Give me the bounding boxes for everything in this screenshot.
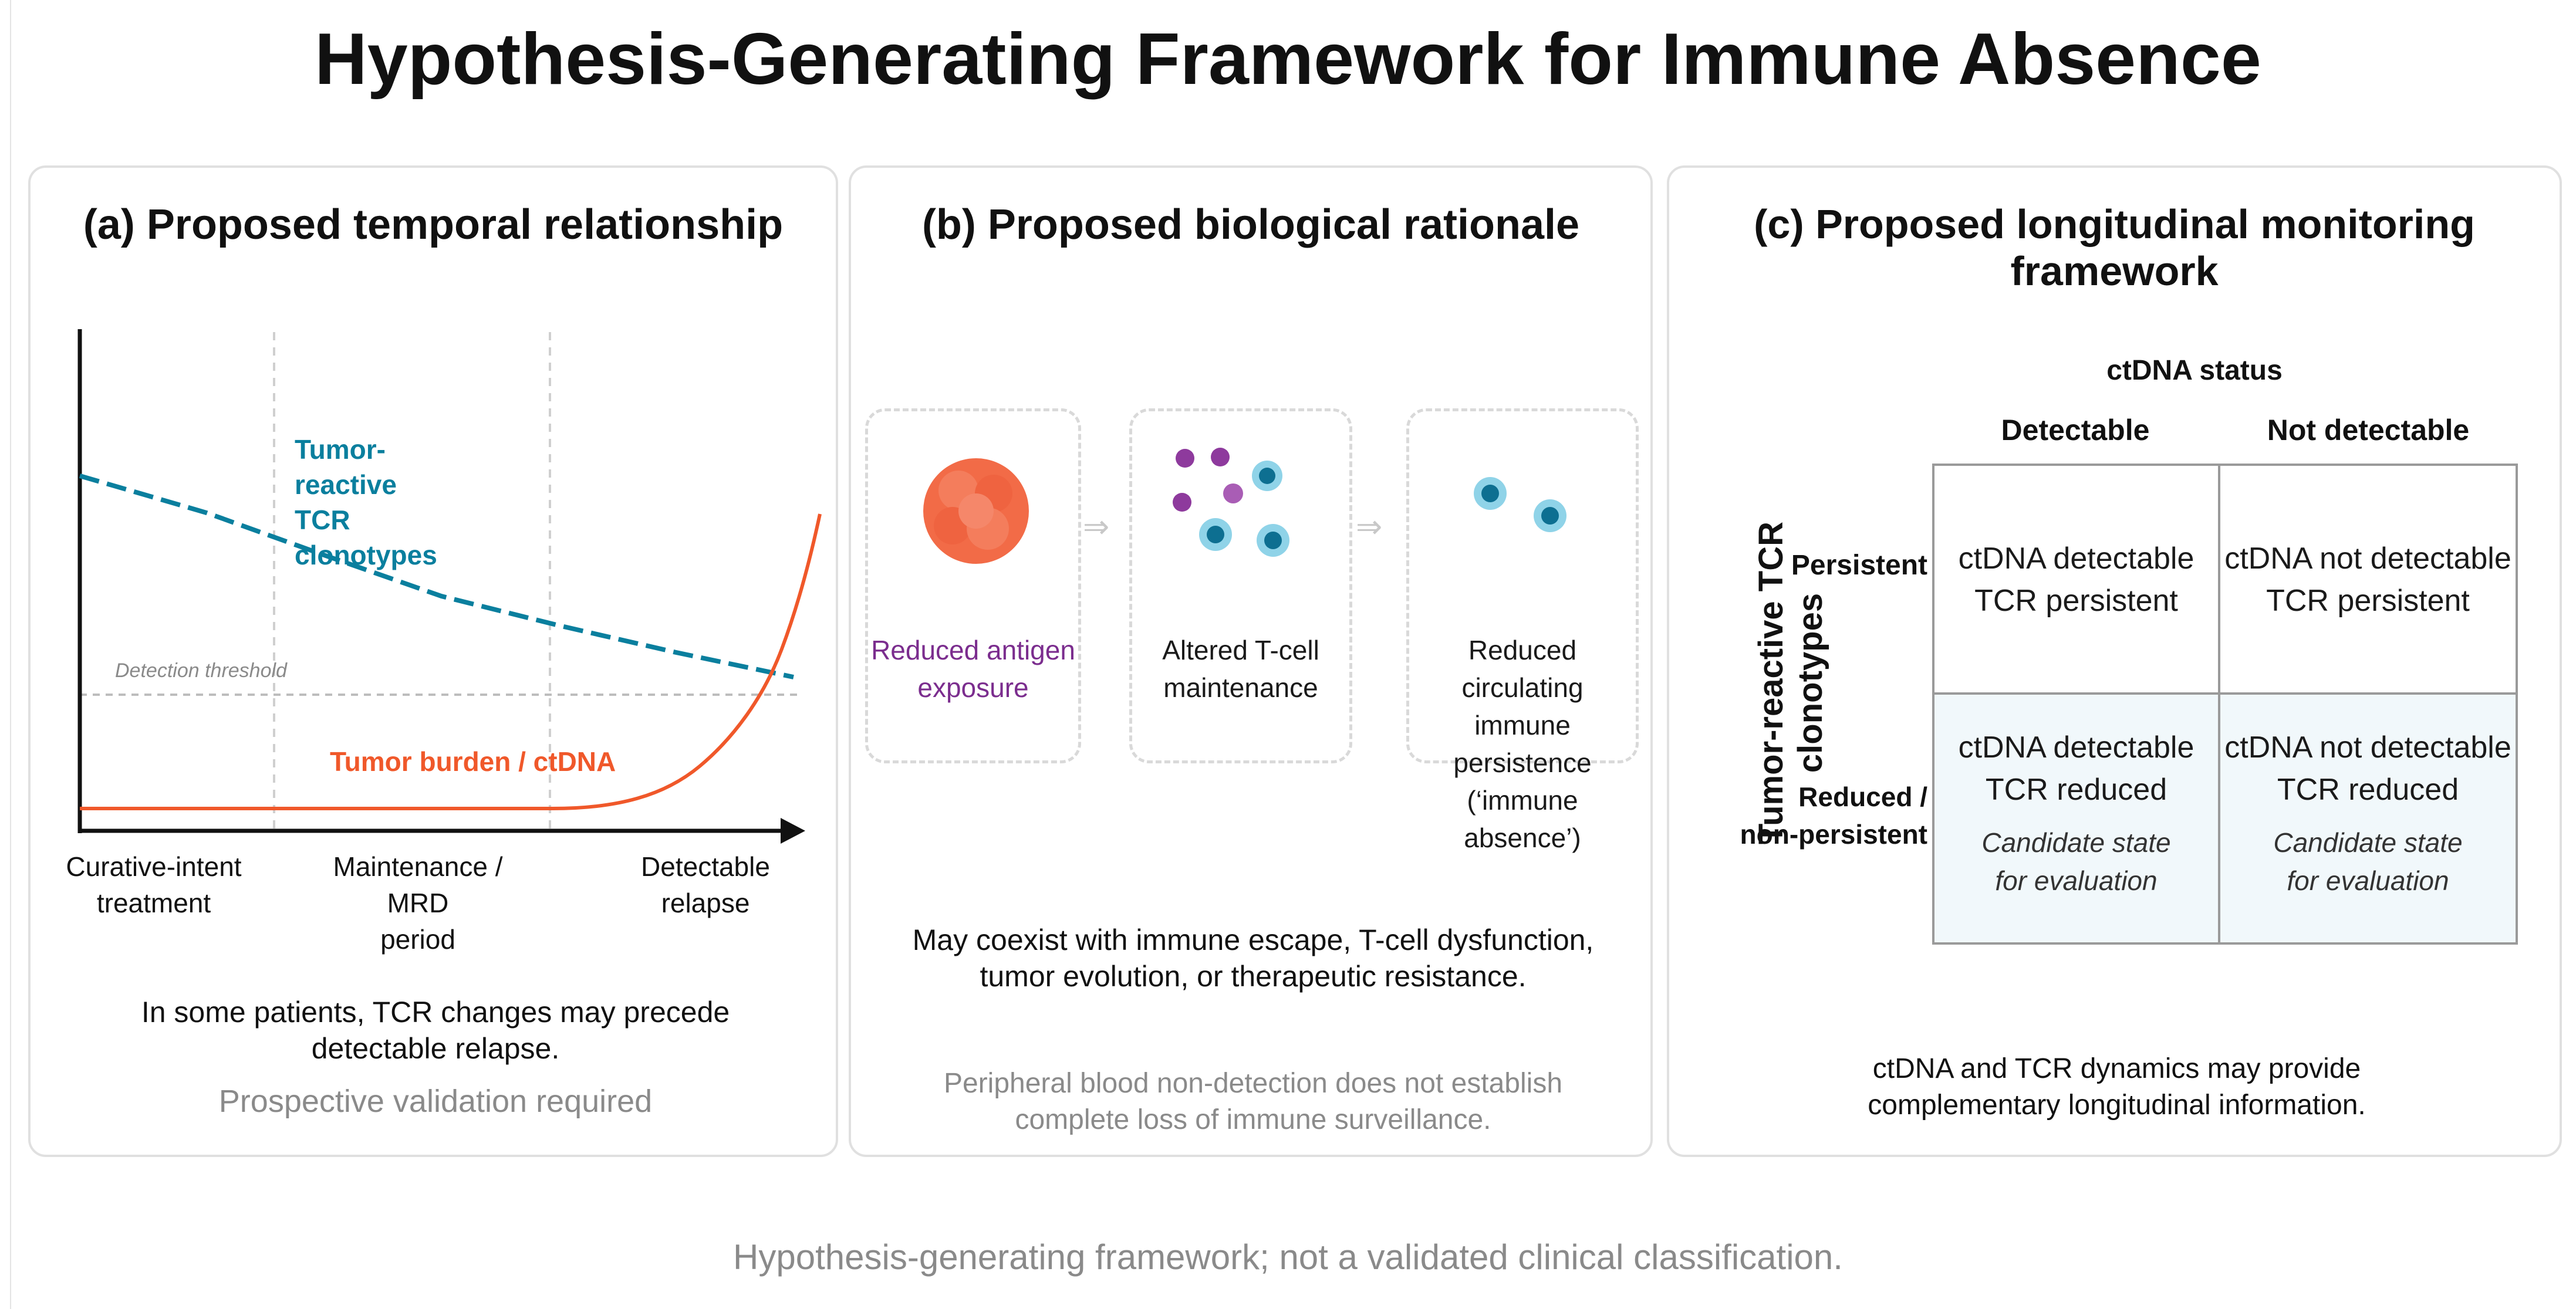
- step-box-antigen: Reduced antigen exposure: [865, 408, 1081, 763]
- grid-cell-notdetectable-reduced: ctDNA not detectable TCR reduced Candida…: [2220, 695, 2516, 942]
- page-title: Hypothesis-Generating Framework for Immu…: [315, 19, 2261, 100]
- threshold-label: Detection threshold: [115, 659, 287, 682]
- step-box-immune-absence: Reduced circulating immune persistence (…: [1406, 408, 1639, 853]
- phase-label-1-line1: Curative-intent: [66, 851, 242, 882]
- cell-text-line1: ctDNA detectable: [1958, 730, 2195, 765]
- panel-b-note: Peripheral blood non-detection does not …: [851, 1066, 1655, 1138]
- phase-label-3-line1: Detectable: [641, 851, 770, 882]
- temporal-chart: [77, 329, 822, 844]
- mixed-cells-icon: [1173, 448, 1289, 557]
- cell-note-line2: for evaluation: [2287, 865, 2449, 896]
- tcr-label-line1: Tumor-reactive: [295, 434, 397, 500]
- tcr-clonotype-line: [79, 473, 794, 679]
- step-1-line1: Reduced antigen: [871, 635, 1075, 665]
- panel-biological-rationale: (b) Proposed biological rationale Reduce…: [849, 165, 1653, 1157]
- row-label-reduced: Reduced / non-persistent: [1734, 778, 1927, 853]
- cell-text-line1: ctDNA not detectable: [2224, 542, 2511, 576]
- column-label-not-detectable: Not detectable: [2267, 414, 2470, 447]
- tumor-icon: [923, 458, 1029, 564]
- monitoring-grid: ctDNA detectable TCR persistent ctDNA no…: [1932, 464, 2518, 945]
- step-3-line1: Reduced circulating: [1461, 635, 1584, 703]
- grid-cell-detectable-reduced: ctDNA detectable TCR reduced Candidate s…: [1934, 695, 2220, 942]
- panel-b-caption: May coexist with immune escape, T-cell d…: [851, 922, 1655, 995]
- step-3-line3: (‘immune absence’): [1464, 785, 1581, 853]
- step-2-line1: Altered T-cell: [1162, 635, 1319, 665]
- step-1-line2: exposure: [917, 672, 1029, 703]
- panel-c-caption: ctDNA and TCR dynamics may provide compl…: [1669, 1051, 2564, 1124]
- tumor-burden-curve: [80, 513, 822, 810]
- phase-label-1: Curative-intent treatment: [54, 848, 254, 921]
- step-caption-immune-absence: Reduced circulating immune persistence (…: [1409, 631, 1636, 857]
- phase-label-1-line2: treatment: [96, 888, 211, 918]
- cell-note-line1: Candidate state: [2273, 827, 2463, 858]
- row-label-persistent: Persistent: [1757, 549, 1927, 581]
- panel-a-note: Prospective validation required: [218, 1084, 653, 1119]
- column-header: ctDNA status: [2106, 355, 2283, 386]
- cell-text-line1: ctDNA detectable: [1958, 542, 2195, 576]
- grid-cell-notdetectable-persistent: ctDNA not detectable TCR persistent: [2220, 466, 2516, 695]
- panel-temporal-relationship: (a) Proposed temporal relationship Tumor…: [28, 165, 838, 1157]
- panel-a-caption: In some patients, TCR changes may preced…: [31, 994, 840, 1067]
- column-label-detectable: Detectable: [2001, 414, 2150, 447]
- left-edge-rule: [10, 0, 11, 1309]
- panel-a-title: (a) Proposed temporal relationship: [83, 201, 784, 248]
- row-label-reduced-line1: Reduced /: [1798, 782, 1927, 812]
- step-caption-antigen: Reduced antigen exposure: [868, 631, 1078, 706]
- cell-text-line2: TCR reduced: [1985, 773, 2168, 807]
- cell-text-line2: TCR reduced: [2277, 773, 2459, 807]
- tumor-label: Tumor burden / ctDNA: [330, 746, 616, 777]
- step-caption-maintenance: Altered T-cell maintenance: [1132, 631, 1349, 706]
- panel-b-caption-line2: tumor evolution, or therapeutic resistan…: [980, 960, 1527, 993]
- grid-cell-detectable-persistent: ctDNA detectable TCR persistent: [1934, 466, 2220, 695]
- phase-label-2: Maintenance / MRD period: [301, 848, 535, 958]
- panel-c-title: (c) Proposed longitudinal monitoring fra…: [1754, 201, 2475, 294]
- t-cell-icon: [1474, 477, 1566, 532]
- panel-a-caption-line2: detectable relapse.: [311, 1032, 560, 1065]
- cell-text-line2: TCR persistent: [2266, 584, 2470, 618]
- panel-c-caption-line1: ctDNA and TCR dynamics may provide: [1872, 1053, 2361, 1084]
- phase-label-2-line2: period: [380, 924, 455, 955]
- cell-text-line2: TCR persistent: [1974, 584, 2178, 618]
- panel-monitoring-framework: (c) Proposed longitudinal monitoring fra…: [1667, 165, 2562, 1157]
- panel-c-caption-line2: complementary longitudinal information.: [1868, 1090, 2366, 1121]
- tcr-label: Tumor-reactive TCR clonotypes: [295, 432, 482, 573]
- panel-b-title: (b) Proposed biological rationale: [921, 201, 1580, 248]
- row-label-persistent-line1: Persistent: [1791, 550, 1927, 581]
- panel-a-caption-line1: In some patients, TCR changes may preced…: [141, 996, 730, 1029]
- phase-label-3: Detectable relapse: [617, 848, 794, 921]
- arrow-icon-2: ⇒: [1356, 509, 1383, 544]
- panel-b-note-line2: complete loss of immune surveillance.: [1015, 1104, 1491, 1135]
- row-label-reduced-line2: non-persistent: [1740, 819, 1927, 850]
- step-3-line2: immune persistence: [1453, 710, 1592, 778]
- cell-text-line1: ctDNA not detectable: [2224, 730, 2511, 765]
- x-axis-arrowhead: [781, 818, 805, 844]
- panel-b-caption-line1: May coexist with immune escape, T-cell d…: [912, 924, 1594, 956]
- cell-note-line1: Candidate state: [1981, 827, 2171, 858]
- panel-b-note-line1: Peripheral blood non-detection does not …: [943, 1068, 1563, 1099]
- footer-note: Hypothesis-generating framework; not a v…: [733, 1237, 1843, 1277]
- step-2-line2: maintenance: [1163, 672, 1318, 703]
- step-box-maintenance: Altered T-cell maintenance: [1129, 408, 1352, 763]
- arrow-icon-1: ⇒: [1083, 509, 1110, 544]
- tcr-label-line2: TCR clonotypes: [295, 505, 437, 570]
- phase-label-3-line2: relapse: [661, 888, 750, 918]
- cell-note-line2: for evaluation: [1995, 865, 2158, 896]
- phase-label-2-line1: Maintenance / MRD: [333, 851, 503, 918]
